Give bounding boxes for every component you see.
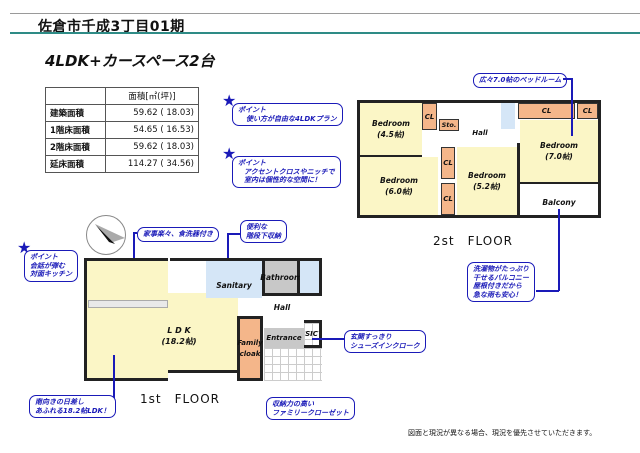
ldk-label: L D K [167, 326, 191, 335]
closet: CL [422, 103, 437, 130]
storage: Sto. [439, 119, 459, 131]
closet: CL [441, 183, 455, 215]
header-top-rule [10, 13, 640, 14]
floor1-sanitary: Sanitary [206, 258, 262, 298]
header-accent-bar [10, 32, 640, 34]
floor2-hall-label: Hall [472, 129, 488, 137]
floor1-porch [264, 348, 322, 381]
floor1-ldk [84, 258, 168, 381]
disclaimer: 図面と現況が異なる場合、現況を優先させていただきます。 [408, 429, 597, 437]
compass-icon [86, 215, 126, 255]
floor1-sic: SIC [304, 320, 322, 348]
closet: CL [577, 103, 598, 119]
floor1-toilet [300, 258, 322, 296]
floor2-bedroom-4.5: Bedroom(4.5帖) [360, 103, 422, 155]
note-family-cloak: 収納力の高い ファミリークローゼット [266, 397, 355, 420]
closet: CL [518, 103, 575, 119]
note-understair: 便利な 階段下収納 [240, 220, 287, 243]
area-table-header: 面積[㎡(坪)] [105, 87, 199, 105]
floor2-bedroom-6.0: Bedroom(6.0帖) [360, 157, 438, 215]
floor2-plan: Bedroom(4.5帖) Bedroom(6.0帖) CL Sto. Hall… [357, 100, 601, 218]
floor1-label: 1st FLOOR [140, 392, 220, 406]
floor2-label: 2st FLOOR [433, 234, 513, 248]
floor1-entrance: Entrance [264, 328, 304, 348]
floor2-balcony-label: Balcony [542, 198, 576, 207]
floor1-hall-label: Hall [273, 303, 291, 312]
note-point-accent: ポイント アクセントクロスやニッチで 室内は個性的な空間に！ [232, 156, 341, 188]
floor1-ldk-ext [168, 293, 238, 373]
ldk-size: (18.2帖) [161, 337, 197, 346]
note-bedroom: 広々7.0帖のベッドルーム [473, 73, 568, 88]
note-balcony: 洗濯物がたっぷり 干せるバルコニー 屋根付きだから 急な雨も安心！ [467, 262, 535, 302]
floor1-plan: L D K (18.2帖) Sanitary Bathroom Hall Fam… [84, 258, 322, 381]
floor2-bedroom-5.2: Bedroom(5.2帖) [457, 147, 517, 215]
floor2-bedroom-7.0: Bedroom(7.0帖) [520, 120, 598, 182]
kitchen-counter [88, 300, 168, 308]
note-kitchen-point: ポイント 会話が弾む 対面キッチン [24, 250, 78, 282]
closet: CL [441, 147, 455, 179]
note-ldk: 南向きの日差し あふれる18.2帖LDK！ [29, 395, 116, 418]
floor1-stairs [170, 258, 206, 293]
page-title: 佐倉市千成3丁目01期 [38, 19, 185, 35]
note-dishwasher: 家事楽々、食洗器付き [137, 227, 219, 242]
note-sic: 玄関すっきり シューズインクローク [344, 330, 426, 353]
note-point-plan: ポイント 使い方が自由な4LDKプラン [232, 103, 343, 126]
plan-type-heading: 4LDK+カースペース2台 [45, 52, 215, 70]
floor1-bathroom: Bathroom [260, 258, 302, 296]
floor2-toilet [501, 103, 515, 129]
